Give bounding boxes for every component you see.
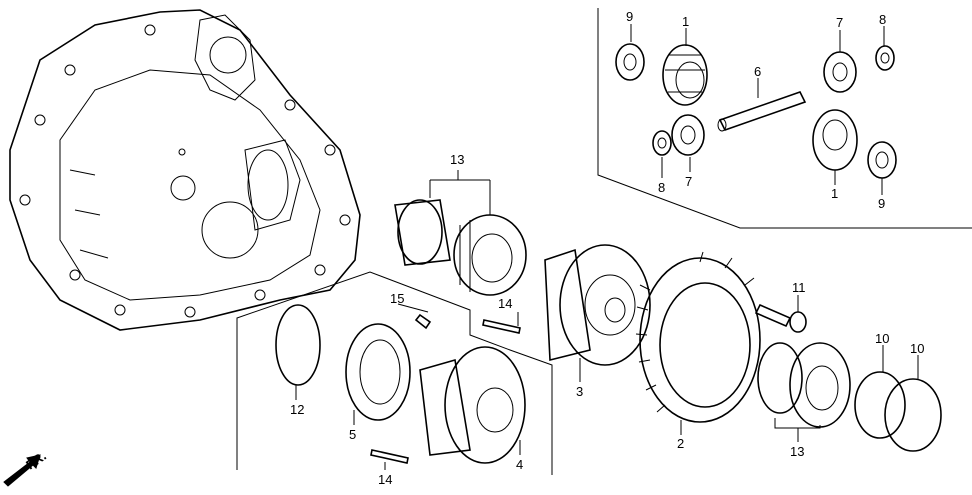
pinion-shaft-6 xyxy=(717,91,807,132)
shim-10-a xyxy=(854,371,906,439)
callout-9-bottom: 9 xyxy=(878,196,885,211)
callout-13-lower: 13 xyxy=(790,444,804,459)
leader-lines xyxy=(295,24,919,470)
front-direction-arrow-icon xyxy=(3,454,41,487)
pin-15 xyxy=(414,313,432,330)
bearing-13-lower xyxy=(757,342,851,428)
callout-1-bottom: 1 xyxy=(831,186,838,201)
thrust-washer-9-top xyxy=(615,43,645,81)
thrust-washer-9-bottom xyxy=(867,141,897,179)
callout-3: 3 xyxy=(576,384,583,399)
callout-7-top: 7 xyxy=(836,15,843,30)
callout-9-top: 9 xyxy=(626,9,633,24)
callout-14-lower: 14 xyxy=(378,472,392,487)
pinion-gear-7-top xyxy=(823,51,857,93)
callout-11: 11 xyxy=(792,280,806,295)
callout-5: 5 xyxy=(349,427,356,442)
differential-carrier-3 xyxy=(544,244,651,366)
roll-pin-14-upper xyxy=(482,319,521,334)
pinion-gear-7-bottom xyxy=(671,114,705,156)
callout-2: 2 xyxy=(677,436,684,451)
side-gear-1-top xyxy=(662,44,708,106)
callout-14-upper: 14 xyxy=(498,296,512,311)
callout-13-upper: 13 xyxy=(450,152,464,167)
callout-4: 4 xyxy=(516,457,523,472)
callout-12: 12 xyxy=(290,402,304,417)
callout-15: 15 xyxy=(390,291,404,306)
gear-5 xyxy=(345,323,411,421)
roll-pin-14-lower xyxy=(370,449,409,464)
shim-10-b xyxy=(884,378,942,452)
callout-labels: 9 1 6 7 8 8 7 1 9 13 14 15 12 5 3 11 10 … xyxy=(290,9,924,487)
washer-8-top xyxy=(875,45,895,71)
side-gear-1-bottom xyxy=(812,109,858,171)
snap-ring-12 xyxy=(275,304,321,386)
final-driven-gear-2 xyxy=(635,251,761,423)
inset-box-upper xyxy=(597,8,972,229)
callout-10-a: 10 xyxy=(875,331,889,346)
callout-8-top: 8 xyxy=(879,12,886,27)
callout-1-top: 1 xyxy=(682,14,689,29)
washer-8-bottom xyxy=(652,130,672,156)
callout-6: 6 xyxy=(754,64,761,79)
callout-10-b: 10 xyxy=(910,341,924,356)
inset-box-lower xyxy=(236,271,553,475)
bearing-13-upper xyxy=(394,199,527,296)
callout-8-bottom: 8 xyxy=(658,180,665,195)
callout-7-bottom: 7 xyxy=(685,174,692,189)
transmission-housing xyxy=(9,9,361,331)
carrier-4 xyxy=(419,346,526,464)
